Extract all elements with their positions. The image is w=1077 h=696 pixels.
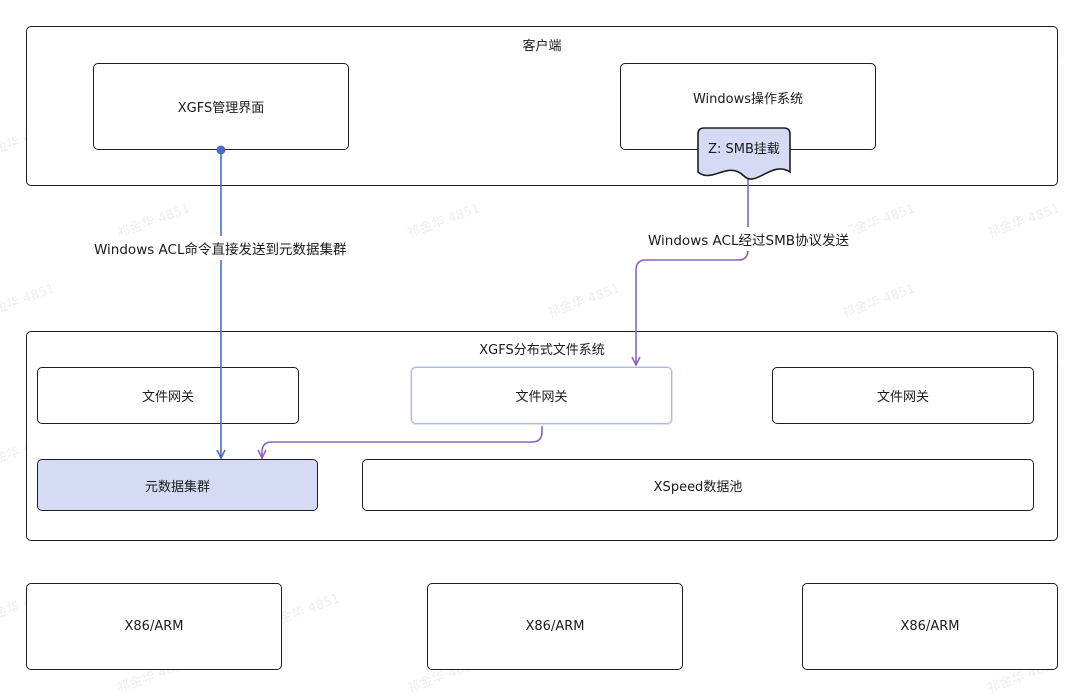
file-gateway-3-label: 文件网关: [876, 390, 929, 405]
watermark-text: 祁金华 4851: [985, 201, 1063, 242]
windows-os-box[interactable]: Windows操作系统: [620, 63, 876, 150]
smb-edge-label: Windows ACL经过SMB协议发送: [644, 227, 853, 251]
file-gateway-2[interactable]: 文件网关: [411, 367, 672, 424]
hardware-node-1-label: X86/ARM: [124, 619, 184, 634]
hardware-node-2-label: X86/ARM: [525, 619, 585, 634]
xspeed-data-pool-label: XSpeed数据池: [653, 479, 743, 495]
metadata-cluster-box[interactable]: 元数据集群: [37, 459, 318, 511]
hardware-node-1[interactable]: X86/ARM: [26, 583, 282, 670]
windows-os-label: Windows操作系统: [692, 92, 804, 107]
hardware-node-3[interactable]: X86/ARM: [802, 583, 1058, 670]
xgfs-mgmt-ui-box[interactable]: XGFS管理界面: [93, 63, 349, 150]
xgfs-fs-title: XGFS分布式文件系统: [479, 343, 605, 358]
metadata-cluster-label: 元数据集群: [144, 479, 210, 495]
hardware-node-2[interactable]: X86/ARM: [427, 583, 683, 670]
watermark-text: 祁金华 4851: [115, 201, 193, 242]
file-gateway-2-label: 文件网关: [515, 390, 568, 405]
file-gateway-1-label: 文件网关: [141, 390, 194, 405]
watermark-text: 祁金华 4851: [0, 281, 58, 322]
client-title: 客户端: [522, 39, 562, 54]
direct-edge-label: Windows ACL命令直接发送到元数据集群: [90, 236, 351, 260]
file-gateway-1[interactable]: 文件网关: [37, 367, 299, 424]
xgfs-mgmt-ui-label: XGFS管理界面: [177, 101, 265, 116]
file-gateway-3[interactable]: 文件网关: [772, 367, 1034, 424]
watermark-text: 祁金华 4851: [405, 201, 483, 242]
watermark-text: 祁金华 4851: [545, 281, 623, 322]
hardware-node-3-label: X86/ARM: [900, 619, 960, 634]
watermark-text: 祁金华 4851: [840, 281, 918, 322]
xspeed-data-pool-box[interactable]: XSpeed数据池: [362, 459, 1034, 511]
